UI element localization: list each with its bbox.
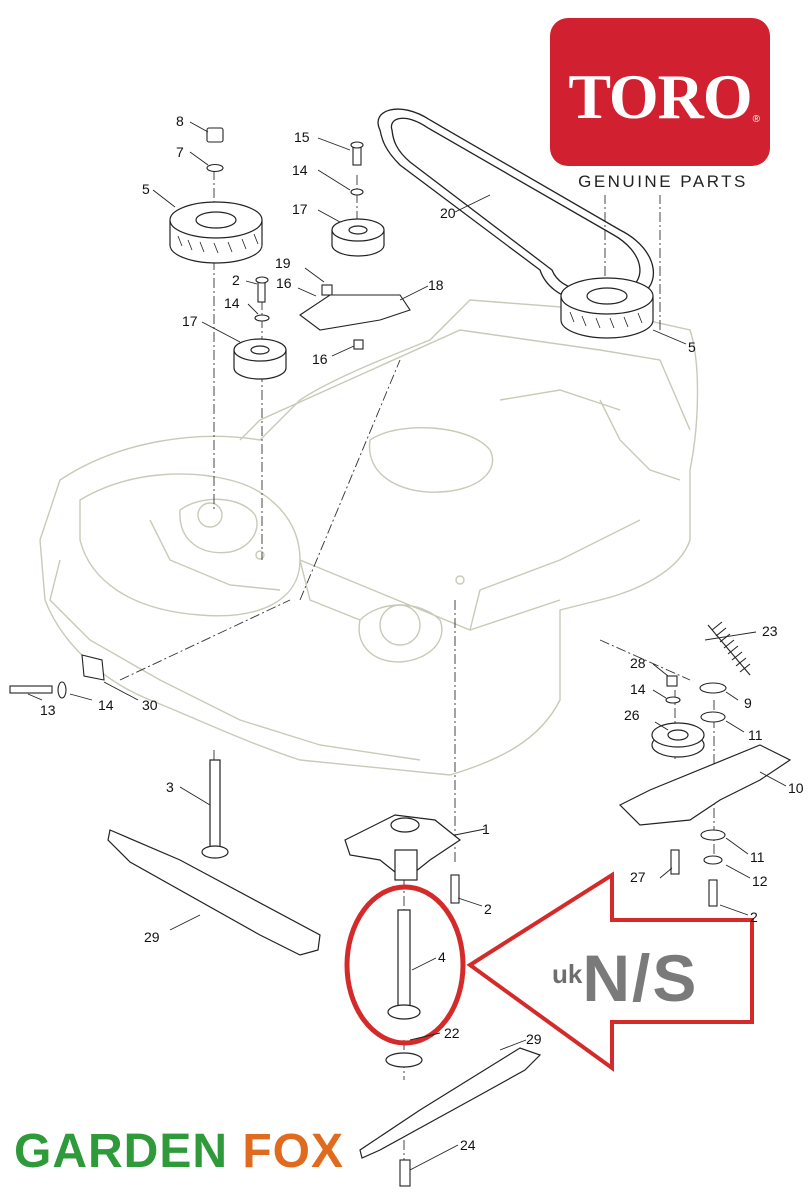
spindle-shaft-highlighted: [385, 909, 423, 1068]
highlight-circle: [344, 884, 466, 1046]
callout-20: 20: [440, 205, 456, 221]
leader-lines: [27, 121, 787, 1171]
pulley-top-left: [169, 201, 263, 264]
garden-fox-logo: GARDEN FOX: [14, 1124, 344, 1179]
pulley-right: [560, 277, 654, 339]
callout-27: 27: [630, 869, 646, 885]
callout-16-mid: 16: [312, 351, 328, 367]
blade-right: [359, 1047, 542, 1159]
toro-logo: TORO ®: [550, 18, 770, 166]
side-label: ukN/S: [552, 940, 698, 1016]
idler-pulley-lower: [233, 338, 287, 380]
highlight-arrow: [466, 871, 754, 1072]
genuine-parts-tagline: GENUINE PARTS: [578, 172, 748, 191]
callout-16-top: 16: [276, 275, 292, 291]
callout-2-mid: 2: [484, 901, 492, 917]
callout-11-top: 11: [748, 727, 763, 743]
callout-15: 15: [294, 129, 310, 145]
callout-3: 3: [166, 779, 174, 795]
garden-fox-word-garden: GARDEN: [14, 1125, 229, 1178]
callout-24: 24: [460, 1137, 476, 1153]
toro-logo-text: TORO: [568, 61, 752, 132]
hardware-small: [9, 127, 727, 1187]
callout-5-right: 5: [688, 339, 696, 355]
callout-23: 23: [762, 623, 778, 639]
callout-18: 18: [428, 277, 444, 293]
callout-19: 19: [275, 255, 291, 271]
callout-22: 22: [444, 1025, 460, 1041]
callout-2-top: 2: [232, 272, 240, 288]
callout-14-right: 14: [630, 681, 646, 697]
spindle-housing: [344, 814, 462, 881]
callout-14-top: 14: [292, 162, 308, 178]
callout-4: 4: [438, 949, 446, 965]
registered-mark: ®: [752, 114, 760, 125]
callout-14-mid: 14: [224, 295, 240, 311]
callout-9: 9: [744, 695, 752, 711]
callout-7: 7: [176, 144, 184, 160]
callout-30: 30: [142, 697, 158, 713]
callout-17-top: 17: [292, 201, 308, 217]
highlight-marker: [344, 871, 754, 1072]
callout-28: 28: [630, 655, 646, 671]
callout-29-right: 29: [526, 1031, 542, 1047]
callout-5-top: 5: [142, 181, 150, 197]
callout-8: 8: [176, 113, 184, 129]
callout-29-left: 29: [144, 929, 160, 945]
callout-12: 12: [752, 873, 768, 889]
callout-10: 10: [788, 780, 804, 796]
region-label: uk: [552, 959, 583, 989]
callout-17-mid: 17: [182, 313, 198, 329]
blade-left: [107, 829, 321, 956]
idler-arm-assembly: [618, 722, 792, 826]
callout-14-left: 14: [98, 697, 114, 713]
callout-1: 1: [482, 821, 490, 837]
callout-13: 13: [40, 702, 56, 718]
mower-deck: [39, 299, 699, 776]
spindle-shaft-left: [201, 759, 229, 859]
garden-fox-word-fox: FOX: [242, 1125, 345, 1178]
callout-labels: 8 7 5 15 14 17 20 19 2 16 18 14 17 5 16 …: [40, 113, 804, 1153]
callout-11-bottom: 11: [750, 849, 765, 865]
idler-pulley-upper: [331, 218, 385, 257]
callout-26: 26: [624, 707, 640, 723]
callout-2-right: 2: [750, 909, 758, 925]
near-side-label: N/S: [582, 941, 699, 1015]
tension-spring: [707, 621, 751, 676]
